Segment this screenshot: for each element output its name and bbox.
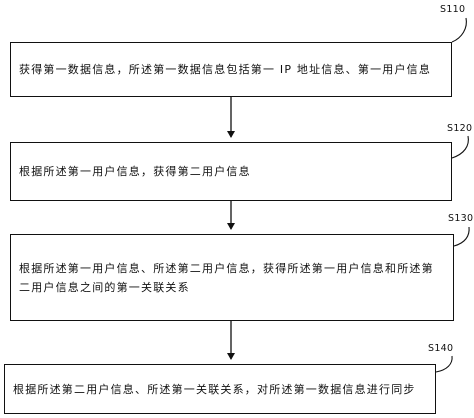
step-tag-s120: S120 (447, 123, 473, 134)
step-tag-s110: S110 (440, 4, 466, 15)
step-box-s110: 获得第一数据信息，所述第一数据信息包括第一 IP 地址信息、第一用户信息 (10, 42, 452, 97)
step-text-s120: 根据所述第一用户信息，获得第二用户信息 (19, 165, 251, 178)
leader-s120 (451, 135, 469, 159)
step-text-s110: 获得第一数据信息，所述第一数据信息包括第一 IP 地址信息、第一用户信息 (19, 63, 432, 76)
step-box-s140: 根据所述第二用户信息、所述第一关联关系，对所述第一数据信息进行同步 (4, 364, 436, 414)
step-tag-s130: S130 (448, 213, 474, 224)
leader-s110 (451, 17, 467, 43)
step-box-s120: 根据所述第一用户信息，获得第二用户信息 (10, 142, 452, 201)
leader-s140 (435, 355, 453, 373)
step-text-s130: 根据所述第一用户信息、所述第二用户信息，获得所述第一用户信息和所述第二用户信息之… (19, 261, 434, 294)
step-text-s140: 根据所述第二用户信息、所述第一关联关系，对所述第一数据信息进行同步 (13, 382, 416, 396)
leader-s130 (453, 226, 470, 247)
step-tag-s140: S140 (428, 343, 454, 354)
step-box-s130: 根据所述第一用户信息、所述第二用户信息，获得所述第一用户信息和所述第二用户信息之… (10, 234, 454, 321)
